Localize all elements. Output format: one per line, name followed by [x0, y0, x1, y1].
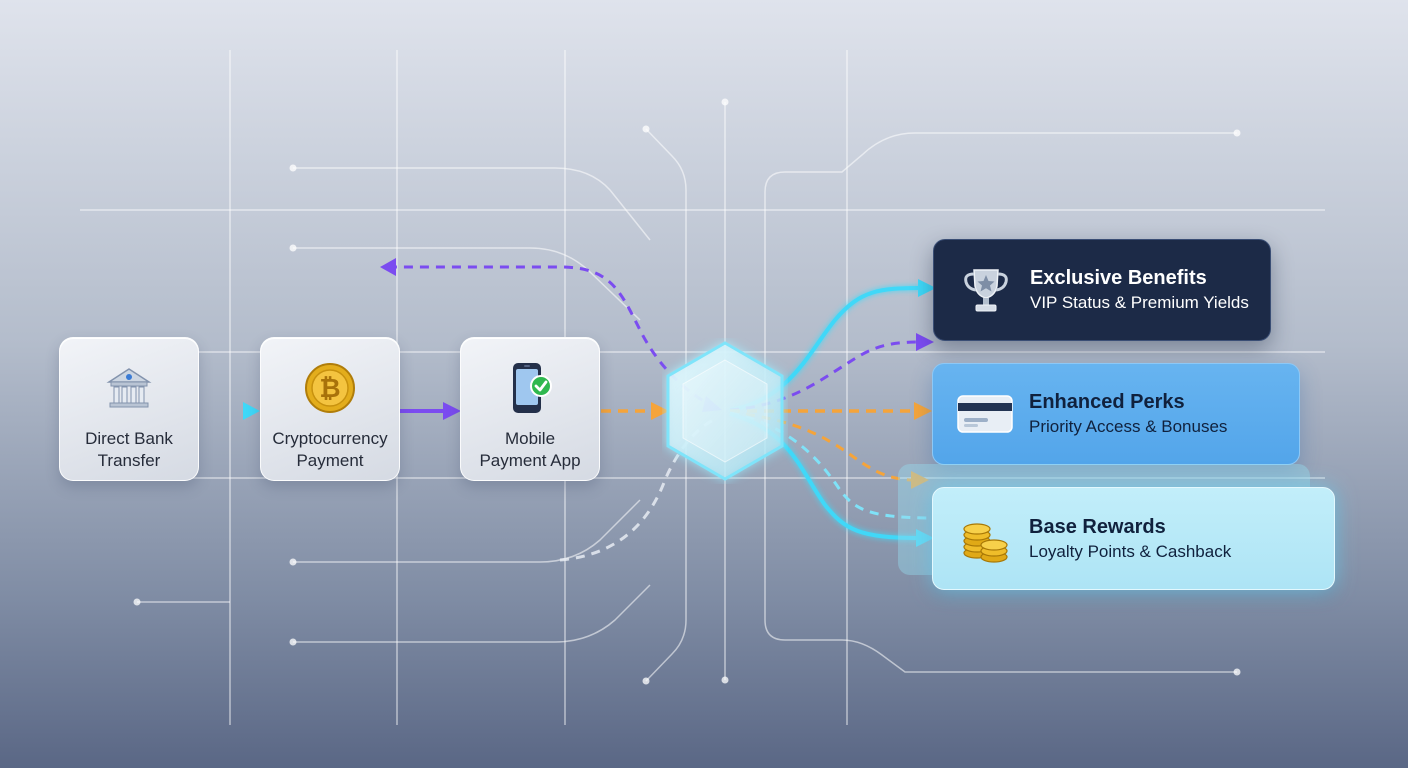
arrow-to-base-dashed: [729, 411, 936, 520]
card-icon: [955, 386, 1015, 442]
bitcoin-icon: ₿: [302, 360, 358, 416]
arrow-bank-to-crypto: [199, 402, 260, 420]
tier-base-rewards[interactable]: Base Rewards Loyalty Points & Cashback: [932, 487, 1335, 590]
method-label: Cryptocurrency Payment: [272, 429, 388, 470]
tier-title: Base Rewards: [1029, 515, 1166, 538]
method-label: Direct Bank Transfer: [85, 429, 173, 470]
method-bank-transfer[interactable]: Direct Bank Transfer: [59, 337, 199, 481]
processing-hub-hexagon: [666, 341, 784, 481]
arrow-loop-back: [388, 265, 717, 410]
svg-text:₿: ₿: [319, 374, 340, 404]
bank-icon: [101, 360, 157, 416]
trophy-icon: [956, 262, 1016, 318]
tier-enhanced-perks[interactable]: Enhanced Perks Priority Access & Bonuses: [932, 363, 1300, 465]
tier-subtitle: Loyalty Points & Cashback: [1029, 541, 1232, 561]
tier-title: Enhanced Perks: [1029, 391, 1185, 413]
mobile-check-icon: [502, 360, 558, 416]
tier-subtitle: VIP Status & Premium Yields: [1030, 293, 1249, 312]
method-label: Mobile Payment App: [479, 429, 581, 470]
method-cryptocurrency[interactable]: ₿ Cryptocurrency Payment: [260, 337, 400, 481]
method-mobile-app[interactable]: Mobile Payment App: [460, 337, 600, 481]
tier-title: Exclusive Benefits: [1030, 267, 1207, 289]
tier-exclusive-benefits[interactable]: Exclusive Benefits VIP Status & Premium …: [933, 239, 1271, 341]
coins-icon: [955, 511, 1015, 567]
tier-subtitle: Priority Access & Bonuses: [1029, 417, 1228, 436]
arrow-mobile-to-hub: [601, 402, 669, 420]
arrow-crypto-to-mobile: [400, 402, 461, 420]
